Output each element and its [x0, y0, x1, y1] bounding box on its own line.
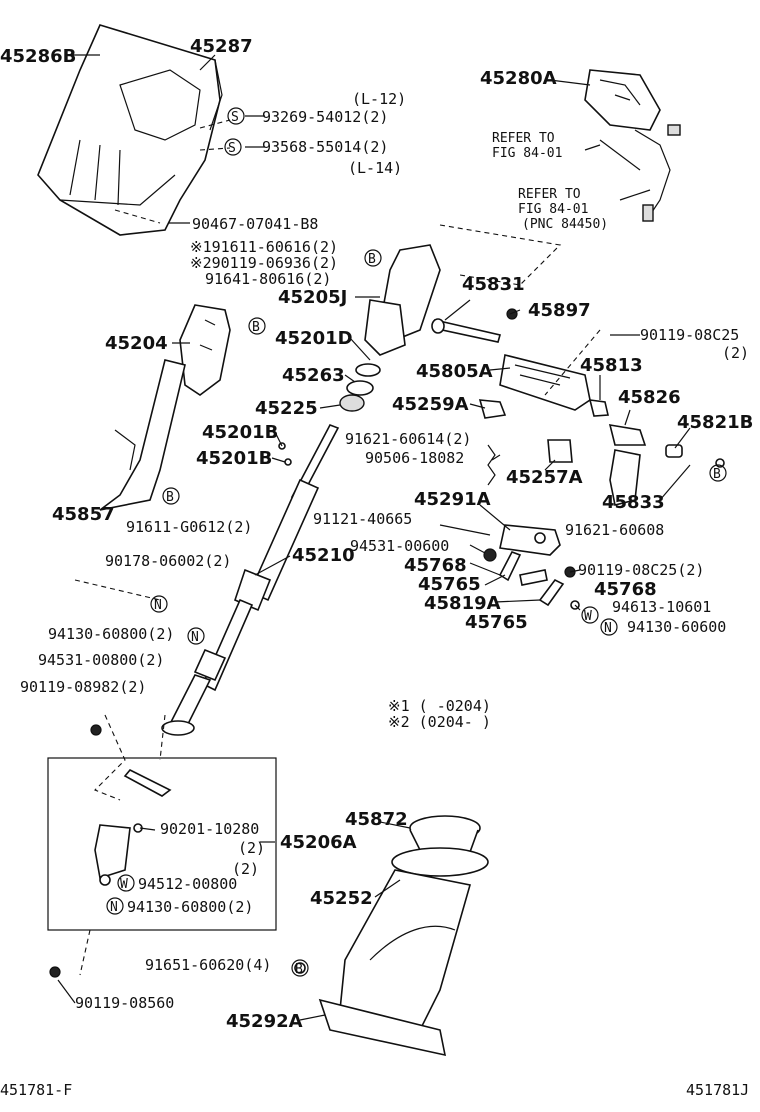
label-45205j: 45205J [278, 287, 347, 308]
label-45768-a: 45768 [404, 555, 467, 576]
symbol-b-4: B [713, 467, 721, 482]
symbol-n-2: N [191, 630, 199, 645]
label-45897: 45897 [528, 300, 591, 321]
part-labels: 45286B 45287 (L-12) 93269-54012(2) 93568… [0, 36, 753, 1099]
label-91121: 91121-40665 [313, 510, 412, 528]
label-45768-b: 45768 [594, 579, 657, 600]
label-45204: 45204 [105, 333, 168, 354]
label-91641: 91641-80616(2) [205, 270, 331, 288]
label-45286b: 45286B [0, 46, 76, 67]
label-45831: 45831 [462, 274, 525, 295]
label-94613: 94613-10601 [612, 598, 711, 616]
label-refer1b: FIG 84-01 [492, 146, 562, 161]
symbol-n-1: N [154, 598, 162, 613]
label-45826: 45826 [618, 387, 681, 408]
label-90201: 90201-10280 [160, 820, 259, 838]
label-45201d: 45201D [275, 328, 353, 349]
symbol-b-2: B [252, 320, 260, 335]
label-45805a: 45805A [416, 361, 493, 382]
label-93568: 93568-55014(2) [262, 138, 388, 156]
label-90506: 90506-18082 [365, 449, 464, 467]
label-91611-60616: ※191611-60616(2) [190, 238, 338, 256]
label-45872: 45872 [345, 809, 408, 830]
steering-shaft-drawing [161, 424, 340, 736]
label-45287: 45287 [190, 36, 253, 57]
label-45210: 45210 [292, 545, 355, 566]
label-45821b: 45821B [677, 412, 753, 433]
label-90119-08982: 90119-08982(2) [20, 678, 146, 696]
label-45225: 45225 [255, 398, 318, 419]
symbol-b-5: B [295, 962, 303, 977]
lower-joint-box [47, 724, 277, 978]
label-90178: 90178-06002(2) [105, 552, 231, 570]
label-2-a: (2) [722, 344, 749, 362]
label-45280a: 45280A [480, 68, 557, 89]
symbol-n-4: N [604, 621, 612, 636]
footer-right-code: 451781J [686, 1081, 749, 1099]
label-refer2b: FIG 84-01 [518, 202, 588, 217]
label-94531-00600: 94531-00600 [350, 537, 449, 555]
label-91621-60608: 91621-60608 [565, 521, 664, 539]
symbol-w-1: W [584, 609, 592, 624]
label-90119-08560: 90119-08560 [75, 994, 174, 1012]
tilt-parts-drawing [431, 308, 725, 506]
footer-left-code: 451781-F [0, 1081, 72, 1099]
symbol-n-3: N [110, 900, 118, 915]
leader-lines [57, 54, 691, 1021]
switch-parts-drawing [278, 244, 441, 466]
label-45813: 45813 [580, 355, 643, 376]
symbol-s-2: S [228, 141, 236, 156]
column-cover-drawing [37, 24, 223, 236]
label-45833: 45833 [602, 492, 665, 513]
label-45291a: 45291A [414, 489, 491, 510]
label-45257a: 45257A [506, 467, 583, 488]
label-2-b: (2) [238, 839, 265, 857]
circled-symbols: S S B B B B B N N N N W W [106, 107, 727, 977]
label-91651: 91651-60620(4) [145, 956, 271, 974]
label-note2: ※2 (0204- ) [388, 713, 491, 731]
lock-assembly-drawing [584, 69, 681, 222]
label-45201b-1: 45201B [202, 422, 278, 443]
symbol-b-3: B [166, 490, 174, 505]
label-90467: 90467-07041-B8 [192, 215, 318, 233]
label-l14: (L-14) [348, 159, 402, 177]
label-2-c: (2) [232, 860, 259, 878]
label-45765-b: 45765 [465, 612, 528, 633]
label-45292a: 45292A [226, 1011, 303, 1032]
label-94130-60800-b: 94130-60800(2) [127, 898, 253, 916]
label-90119-08c25-b: 90119-08C25(2) [578, 561, 704, 579]
label-90119-06936: ※290119-06936(2) [190, 254, 338, 272]
label-91621-60614: 91621-60614(2) [345, 430, 471, 448]
label-45206a: 45206A [280, 832, 357, 853]
label-94130-60800-a: 94130-60800(2) [48, 625, 174, 643]
label-45259a: 45259A [392, 394, 469, 415]
symbol-s-1: S [231, 110, 239, 125]
label-94531-00800: 94531-00800(2) [38, 651, 164, 669]
label-l12: (L-12) [352, 90, 406, 108]
column-bracket-drawing [99, 304, 231, 511]
label-90119-08c25-a: 90119-08C25 [640, 326, 739, 344]
label-45765-a: 45765 [418, 574, 481, 595]
label-45252: 45252 [310, 888, 373, 909]
label-94512: 94512-00800 [138, 875, 237, 893]
label-note1: ※1 ( -0204) [388, 697, 491, 715]
label-refer2a: REFER TO [518, 187, 581, 202]
label-91611-g0612: 91611-G0612(2) [126, 518, 252, 536]
label-refer1a: REFER TO [492, 131, 555, 146]
symbol-w-2: W [120, 877, 128, 892]
label-45819a: 45819A [424, 593, 501, 614]
label-94130-60600: 94130-60600 [627, 618, 726, 636]
symbol-b-1: B [368, 252, 376, 267]
label-45201b-2: 45201B [196, 448, 272, 469]
boot-drawing [294, 815, 489, 1057]
lever-bracket-drawing [439, 524, 580, 610]
label-93269: 93269-54012(2) [262, 108, 388, 126]
label-pnc: (PNC 84450) [522, 217, 608, 232]
label-45263: 45263 [282, 365, 345, 386]
label-45857: 45857 [52, 504, 115, 525]
